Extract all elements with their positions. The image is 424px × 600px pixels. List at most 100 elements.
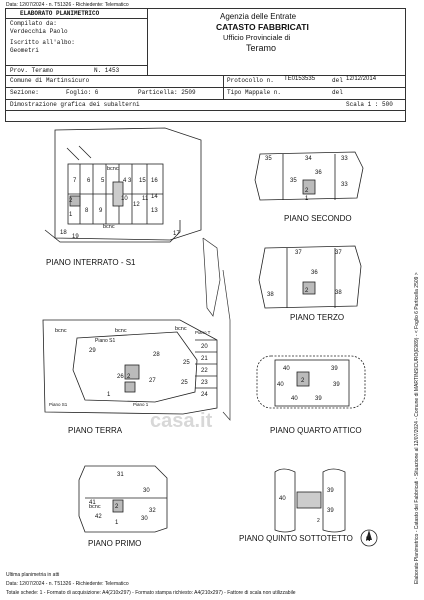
svg-text:36: 36 bbox=[315, 170, 322, 176]
floor-label-terzo: PIANO TERZO bbox=[290, 313, 345, 322]
svg-text:23: 23 bbox=[201, 380, 208, 386]
primo-outline bbox=[78, 465, 168, 533]
floor-label-terra: PIANO TERRA bbox=[68, 426, 123, 435]
svg-text:6: 6 bbox=[87, 178, 91, 184]
svg-text:Piano S1: Piano S1 bbox=[49, 402, 68, 407]
terzo-outline bbox=[258, 245, 362, 309]
svg-text:39: 39 bbox=[327, 488, 334, 494]
svg-text:15: 15 bbox=[139, 178, 146, 184]
svg-text:7: 7 bbox=[73, 178, 77, 184]
svg-text:2: 2 bbox=[69, 198, 73, 204]
svg-text:5: 5 bbox=[101, 178, 105, 184]
svg-text:25: 25 bbox=[183, 360, 190, 366]
svg-text:bcnc: bcnc bbox=[175, 326, 187, 332]
comune: Comune di Martinsicuro bbox=[10, 77, 90, 84]
svg-text:bcnc: bcnc bbox=[115, 328, 127, 334]
svg-text:39: 39 bbox=[333, 382, 340, 388]
svg-text:42: 42 bbox=[95, 514, 102, 520]
svg-text:38: 38 bbox=[267, 292, 274, 298]
side-note: Elaborato Planimetrico - Catasto dei Fab… bbox=[414, 272, 420, 584]
svg-text:3: 3 bbox=[128, 178, 132, 184]
svg-text:24: 24 bbox=[201, 392, 208, 398]
svg-text:2: 2 bbox=[317, 518, 320, 524]
svg-text:18: 18 bbox=[60, 230, 67, 236]
floor-label-quinto: PIANO QUINTO SOTTOTETTO bbox=[239, 534, 353, 543]
svg-text:29: 29 bbox=[89, 348, 96, 354]
floor-label-quarto: PIANO QUARTO ATTICO bbox=[270, 426, 362, 435]
particella: Particella: 2509 bbox=[138, 89, 196, 96]
svg-text:37: 37 bbox=[295, 250, 302, 256]
svg-text:30: 30 bbox=[143, 488, 150, 494]
compiled-name: Verdecchia Paolo bbox=[10, 28, 68, 35]
floor-label-interrato: PIANO INTERRATO - S1 bbox=[46, 258, 136, 267]
dimostrazione-label: Dimostrazione grafica dei subalterni bbox=[10, 101, 140, 108]
north-arrow-icon bbox=[360, 529, 378, 547]
protocollo-label: Protocollo n. bbox=[227, 77, 274, 84]
floor-label-primo: PIANO PRIMO bbox=[88, 539, 142, 548]
foglio: Foglio: 6 bbox=[66, 89, 99, 96]
bottom-format-note: Totale schede: 1 - Formato di acquisizio… bbox=[6, 590, 296, 596]
svg-text:Piano 1: Piano 1 bbox=[133, 402, 149, 407]
document-title: ELABORATO PLANIMETRICO bbox=[20, 10, 100, 17]
sezione: Sezione: bbox=[10, 89, 39, 96]
svg-text:Piano S1: Piano S1 bbox=[95, 338, 116, 344]
svg-text:41: 41 bbox=[89, 500, 96, 506]
floor-plans-drawing: bcnc bcnc bcnc bcnc bcnc bcnc Piano S1 P… bbox=[42, 127, 378, 547]
svg-text:34: 34 bbox=[305, 156, 312, 162]
catasto-title: CATASTO FABBRICATI bbox=[216, 22, 309, 32]
svg-text:bcnc: bcnc bbox=[89, 504, 101, 510]
tipo-mappale-label: Tipo Mappale n. bbox=[227, 89, 282, 96]
svg-text:37: 37 bbox=[335, 250, 342, 256]
svg-text:bcnc: bcnc bbox=[55, 328, 67, 334]
svg-text:38: 38 bbox=[335, 290, 342, 296]
svg-text:2: 2 bbox=[305, 288, 309, 294]
svg-text:17: 17 bbox=[173, 231, 180, 237]
svg-text:28: 28 bbox=[153, 352, 160, 358]
svg-text:32: 32 bbox=[149, 508, 156, 514]
quarto-outline bbox=[256, 355, 366, 409]
svg-text:35: 35 bbox=[265, 156, 272, 162]
svg-text:11: 11 bbox=[142, 196, 149, 202]
protocollo-del: del bbox=[332, 77, 343, 84]
svg-text:1: 1 bbox=[115, 520, 119, 526]
watermark: casa.it bbox=[150, 410, 213, 432]
svg-text:10: 10 bbox=[121, 196, 128, 202]
svg-text:1: 1 bbox=[107, 392, 111, 398]
scale-label: Scala 1 : 500 bbox=[346, 101, 393, 108]
svg-text:8: 8 bbox=[85, 208, 89, 214]
svg-text:12: 12 bbox=[133, 202, 140, 208]
office-label: Ufficio Provinciale di bbox=[223, 33, 291, 42]
quinto-right bbox=[322, 468, 346, 533]
svg-text:2: 2 bbox=[127, 374, 131, 380]
svg-text:19: 19 bbox=[72, 234, 79, 240]
protocollo-date: 12/12/2014 bbox=[346, 76, 377, 82]
svg-text:39: 39 bbox=[315, 396, 322, 402]
svg-text:40: 40 bbox=[277, 382, 284, 388]
svg-text:2: 2 bbox=[115, 504, 119, 510]
province-label: Prov. Teramo bbox=[10, 67, 54, 74]
svg-text:25: 25 bbox=[181, 380, 188, 386]
svg-text:36: 36 bbox=[311, 270, 318, 276]
registered-label: Iscritto all'albo: bbox=[10, 39, 75, 46]
quinto-left bbox=[274, 468, 296, 533]
registered-value: Geometri bbox=[10, 47, 39, 54]
svg-text:4: 4 bbox=[123, 178, 127, 184]
registration-number: N. 1453 bbox=[94, 67, 120, 74]
north-label: N bbox=[366, 537, 371, 543]
interrato-outline bbox=[54, 127, 202, 241]
svg-text:40: 40 bbox=[279, 496, 286, 502]
tipo-mappale-del: del bbox=[332, 89, 343, 96]
svg-text:31: 31 bbox=[117, 472, 124, 478]
top-request-note: Data: 12/07/2024 - n. T51326 - Richieden… bbox=[6, 2, 129, 8]
svg-text:16: 16 bbox=[151, 178, 158, 184]
svg-text:35: 35 bbox=[290, 178, 297, 184]
svg-text:33: 33 bbox=[341, 182, 348, 188]
svg-text:21: 21 bbox=[201, 356, 208, 362]
svg-text:40: 40 bbox=[291, 396, 298, 402]
protocollo-value: TE0153535 bbox=[284, 76, 316, 82]
svg-text:33: 33 bbox=[341, 156, 348, 162]
svg-text:bcnc: bcnc bbox=[103, 224, 115, 230]
secondo-outline bbox=[254, 151, 364, 201]
floor-label-secondo: PIANO SECONDO bbox=[284, 214, 352, 223]
svg-text:9: 9 bbox=[99, 208, 103, 214]
